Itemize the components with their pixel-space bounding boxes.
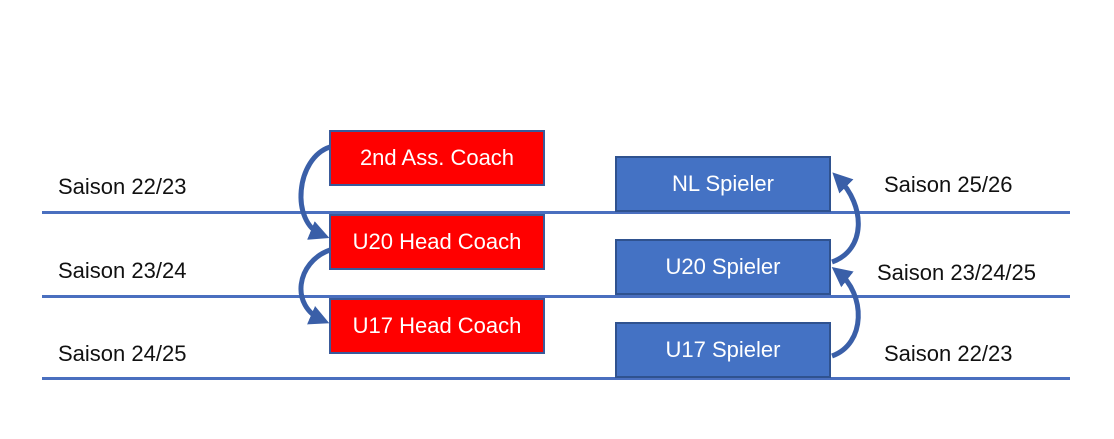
player-role-label: U20 Spieler bbox=[665, 254, 781, 279]
player-role-label: U17 Spieler bbox=[665, 337, 781, 362]
player-role-box: U17 Spieler bbox=[615, 322, 831, 378]
season-divider-line bbox=[42, 295, 1070, 298]
coach-arrow-icon bbox=[298, 247, 331, 325]
coach-role-label: U20 Head Coach bbox=[352, 229, 522, 254]
coach-arrow-icon bbox=[298, 144, 331, 240]
player-arrow-icon bbox=[831, 172, 861, 265]
season-divider-line bbox=[42, 211, 1070, 214]
player-role-box: U20 Spieler bbox=[615, 239, 831, 295]
coach-role-box: U17 Head Coach bbox=[329, 298, 545, 354]
coach-role-label: 2nd Ass. Coach bbox=[359, 145, 515, 170]
player-season-label: Saison 22/23 bbox=[884, 341, 1013, 366]
player-role-box: NL Spieler bbox=[615, 156, 831, 212]
player-arrow-icon bbox=[831, 267, 861, 359]
coach-season-label: Saison 22/23 bbox=[58, 174, 187, 199]
season-divider-line bbox=[42, 377, 1070, 380]
coach-role-box: 2nd Ass. Coach bbox=[329, 130, 545, 186]
coach-season-label: Saison 23/24 bbox=[58, 258, 187, 283]
coach-role-box: U20 Head Coach bbox=[329, 214, 545, 270]
player-season-label: Saison 23/24/25 bbox=[877, 260, 1037, 285]
coach-role-label: U17 Head Coach bbox=[352, 313, 522, 338]
player-role-label: NL Spieler bbox=[672, 171, 774, 196]
coach-season-label: Saison 24/25 bbox=[58, 341, 187, 366]
player-season-label: Saison 25/26 bbox=[884, 172, 1013, 197]
